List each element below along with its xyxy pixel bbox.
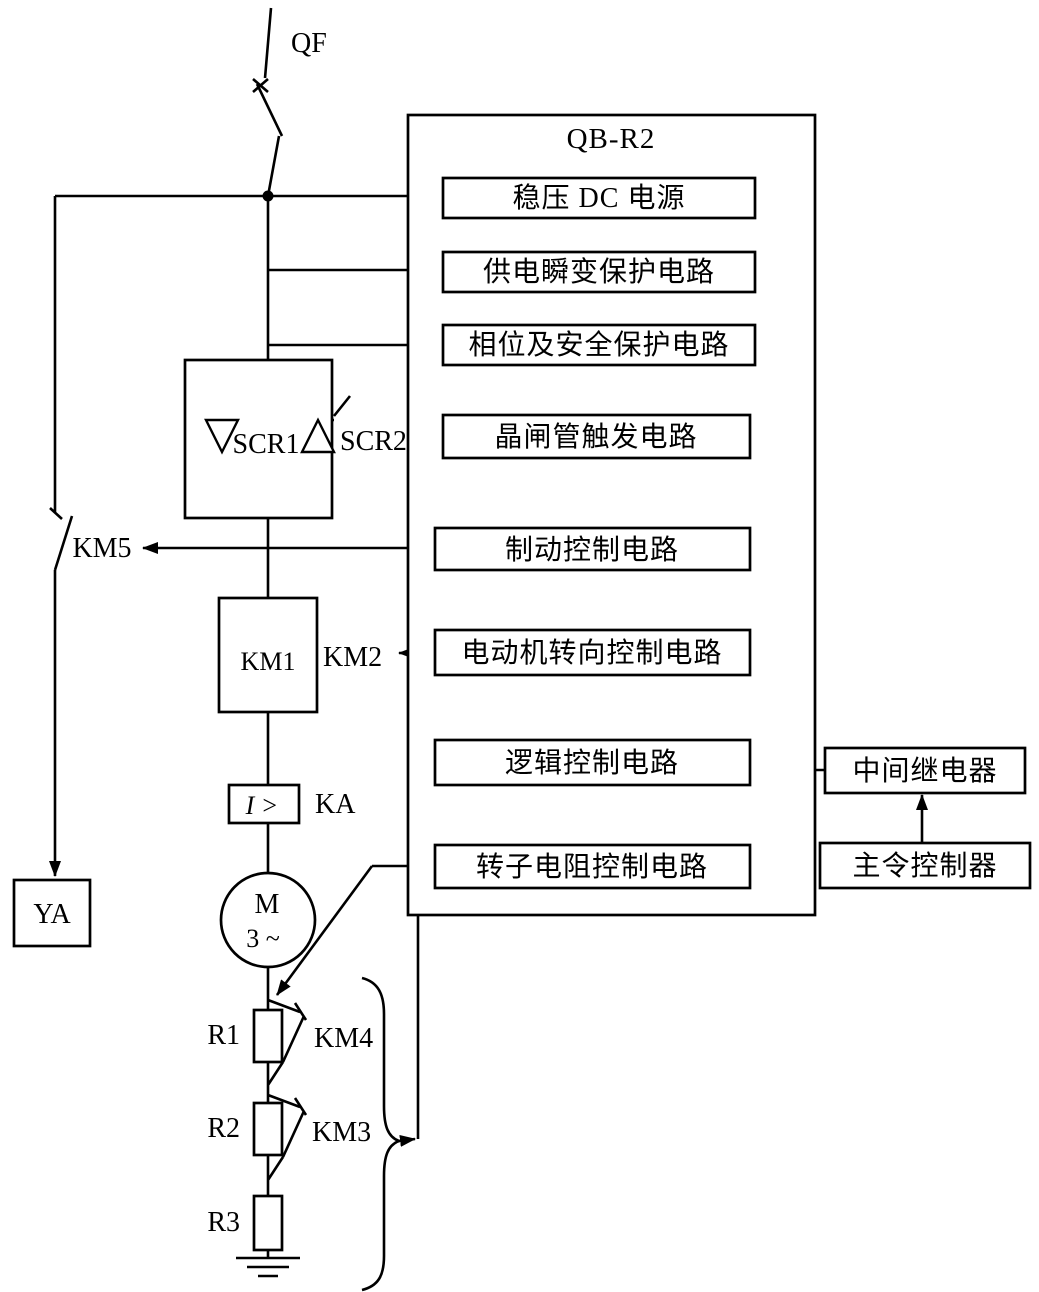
scr1-thyristor-icon (204, 418, 240, 455)
module-box-transient-protection (441, 250, 757, 294)
qf-breaker: QF (291, 28, 327, 59)
resistor-r2 (252, 1101, 284, 1157)
module-label-motor-direction: 电动机转向控制电路 (461, 637, 722, 669)
qf-label: QF (291, 28, 327, 59)
km3-label: KM3 (312, 1117, 371, 1148)
module-box-brake-control (433, 526, 752, 572)
module-label-phase-safety: 相位及安全保护电路 (468, 329, 729, 361)
arrow-rotor-to-resistors (275, 865, 374, 996)
km1-km2-box (217, 596, 319, 714)
module-boxes: 稳压 DC 电源 供电瞬变保护电路 相位及安全保护电路 晶闸管触发电路 制动控制… (433, 176, 757, 890)
km5-contactor: KM5 (72, 533, 131, 564)
scr-pair: SCR1 SCR2 (183, 358, 407, 520)
km1-label: KM1 (241, 647, 296, 676)
module-label-dc-power: 稳压 DC 电源 (513, 182, 686, 214)
module-box-dc-power (441, 176, 757, 220)
module-label-logic-control: 逻辑控制电路 (505, 747, 679, 779)
r3-label: R3 (207, 1207, 240, 1238)
rotor-resistor-bank: R1 KM4 R2 KM3 R3 (207, 1008, 373, 1252)
module-box-motor-direction (433, 628, 752, 677)
ya-label: YA (33, 899, 71, 930)
master-controller-label: 主令控制器 (852, 850, 997, 882)
motor-phase-label: 3 ~ (246, 924, 280, 953)
motor-label: M (255, 889, 280, 920)
module-box-scr-trigger (441, 413, 752, 460)
overcurrent-symbol: I > (245, 791, 279, 820)
motor: M 3 ~ (219, 871, 317, 969)
master-controller-box (818, 841, 1032, 890)
module-box-rotor-resistance (433, 843, 752, 890)
intermediate-relay-box (823, 746, 1027, 795)
km4-label: KM4 (314, 1023, 373, 1054)
qb-r2-enclosure: QB-R2 (406, 113, 817, 917)
km2-label: KM2 (323, 642, 382, 673)
overcurrent-relay: I > KA (227, 783, 356, 825)
module-box-logic-control (433, 738, 752, 787)
km1-km2-contactor: KM1 KM2 (217, 596, 382, 714)
scr2-thyristor-icon (300, 417, 336, 454)
motor-circle (219, 871, 317, 969)
module-label-scr-trigger: 晶闸管触发电路 (494, 421, 697, 453)
qb-r2-title: QB-R2 (567, 123, 656, 155)
r2-label: R2 (207, 1113, 240, 1144)
ka-label: KA (315, 789, 356, 820)
overcurrent-relay-box (227, 783, 301, 825)
module-label-rotor-resistance: 转子电阻控制电路 (476, 851, 708, 883)
km5-label: KM5 (72, 533, 131, 564)
ya-box (12, 878, 92, 948)
scr2-label: SCR2 (340, 426, 407, 457)
resistor-r1 (252, 1008, 284, 1064)
r1-label: R1 (207, 1020, 240, 1051)
resistor-bank-brace (361, 976, 403, 1292)
module-label-brake-control: 制动控制电路 (505, 534, 679, 566)
scr1-label: SCR1 (233, 429, 300, 460)
intermediate-relay-label: 中间继电器 (852, 755, 997, 787)
ya-actuator: YA (12, 878, 92, 948)
qb-r2-box (406, 113, 817, 917)
external-boxes: 中间继电器 主令控制器 (818, 746, 1032, 890)
module-label-transient-protection: 供电瞬变保护电路 (483, 256, 715, 288)
module-box-phase-safety (441, 323, 757, 367)
resistor-r3 (252, 1194, 284, 1252)
